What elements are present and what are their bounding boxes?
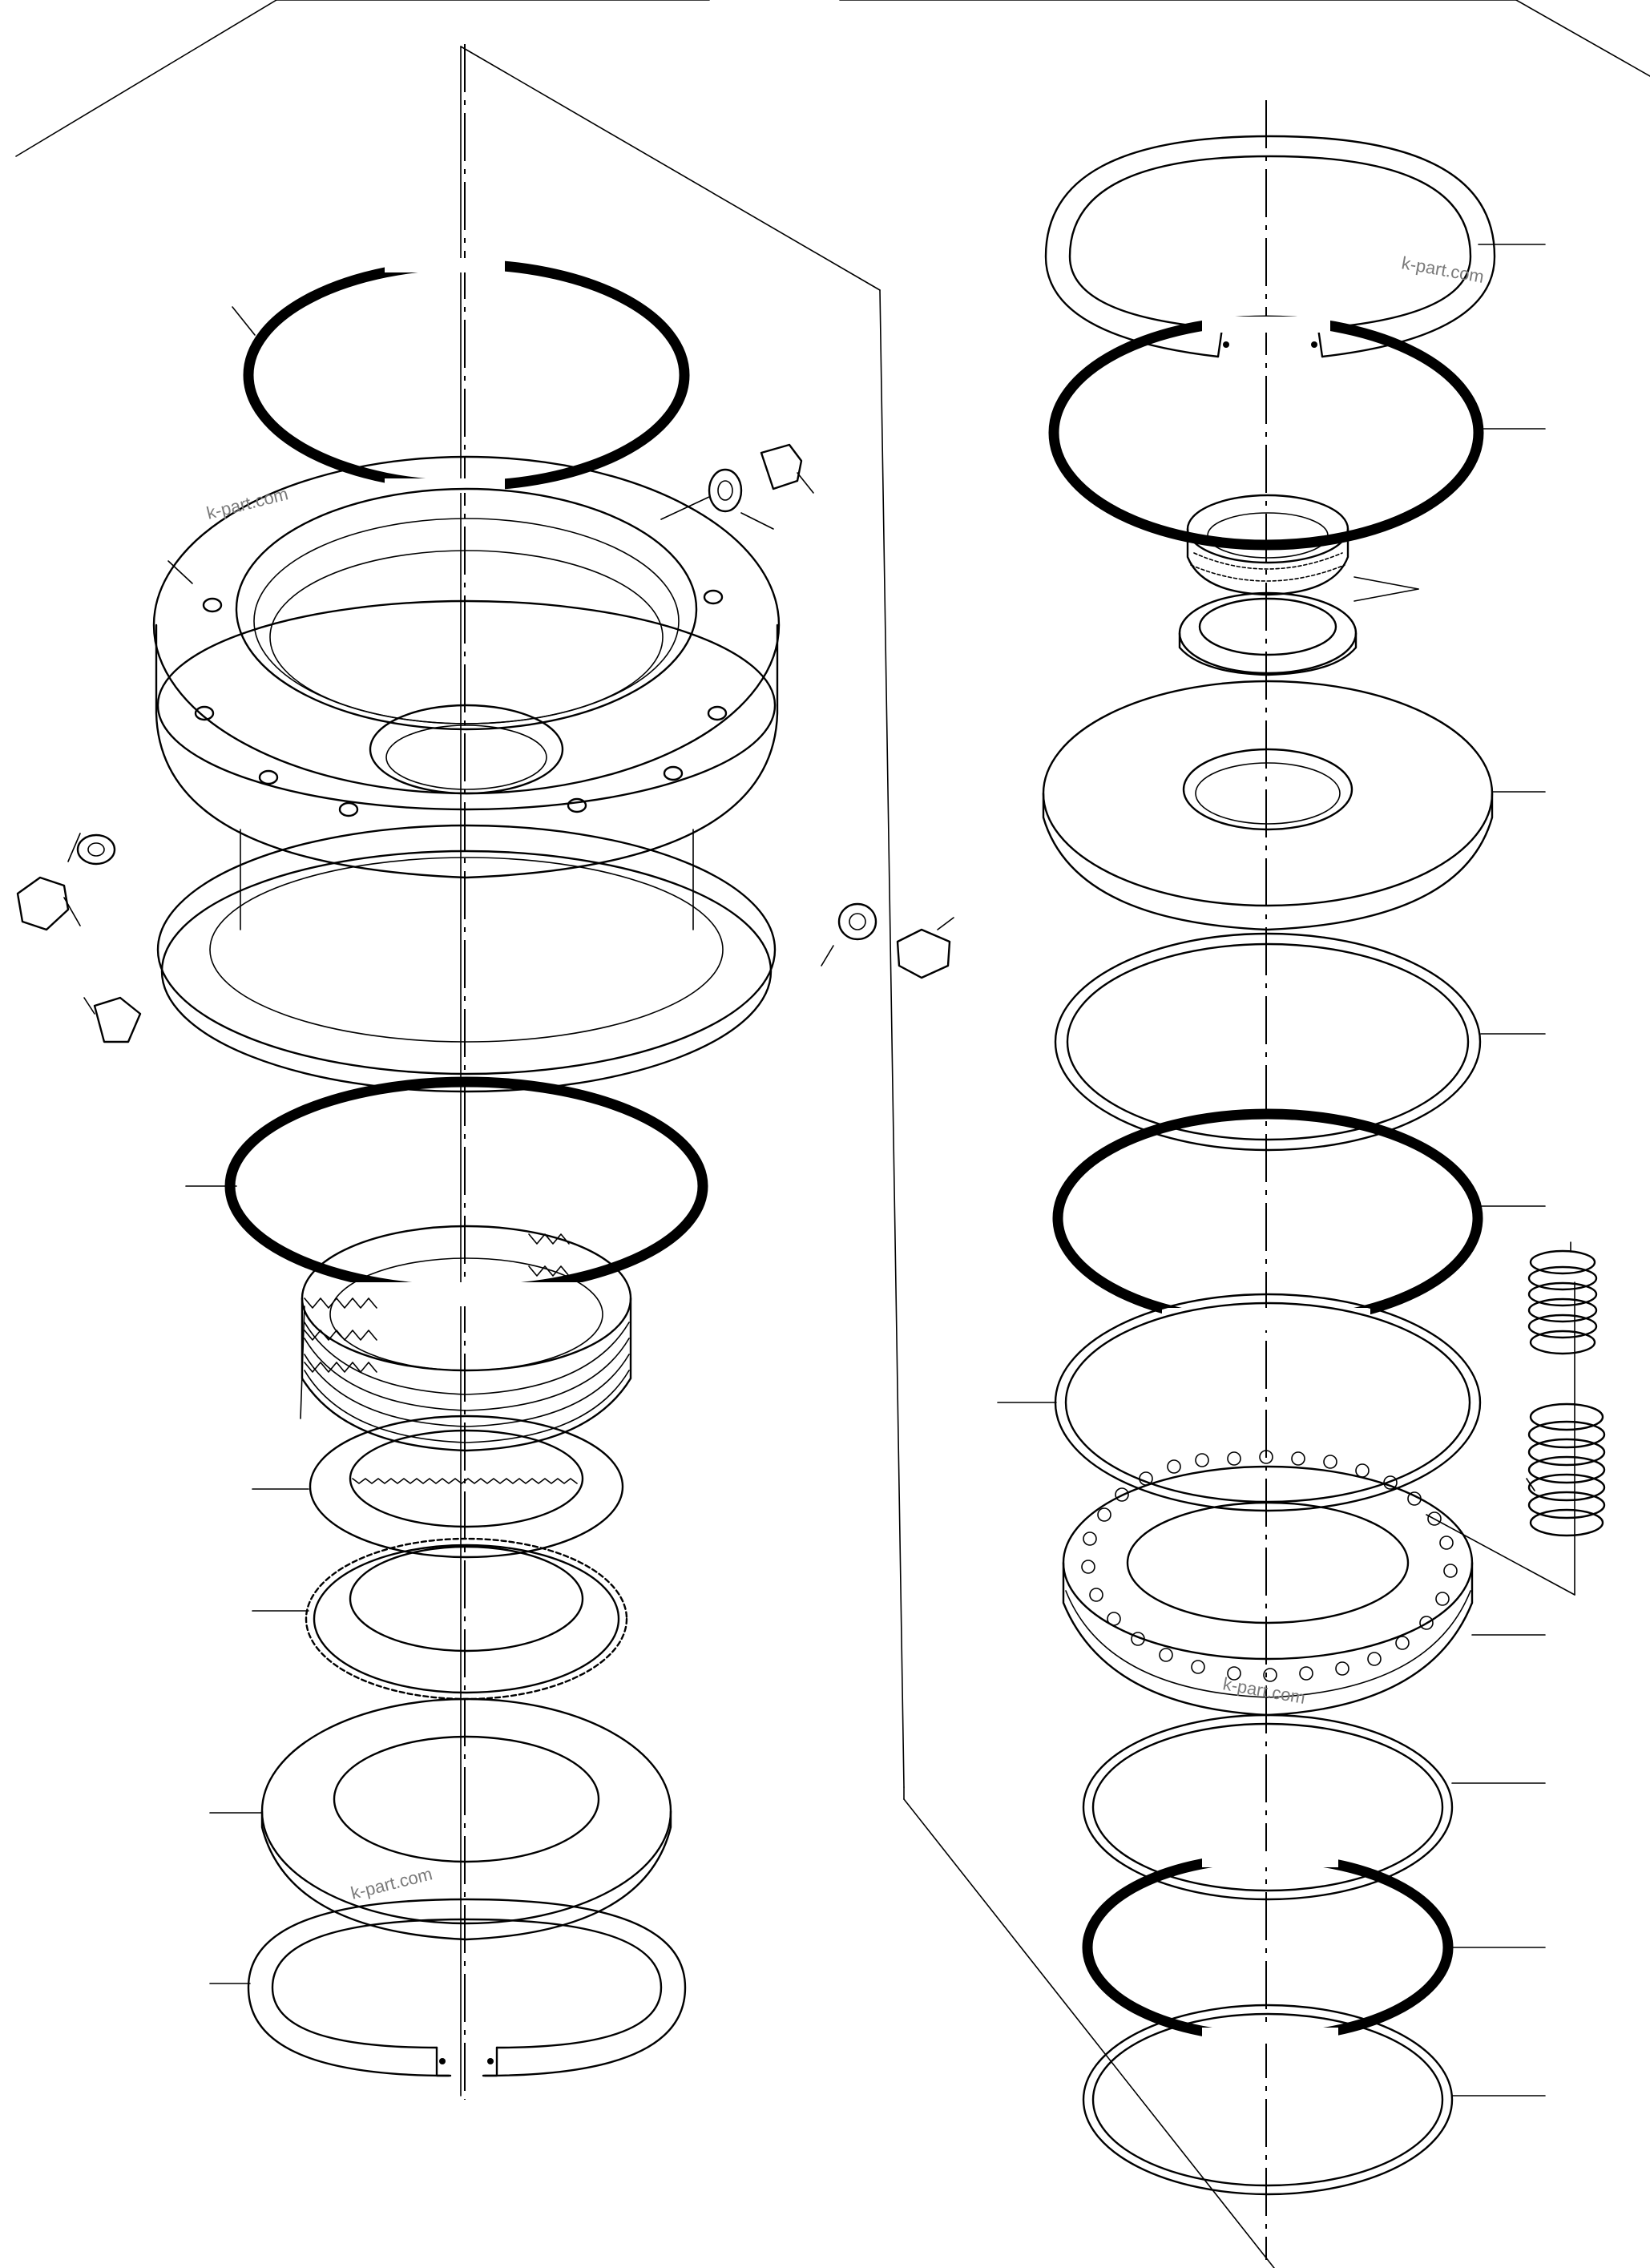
watermark-1: k-part.com [204,483,290,523]
friction-disc [309,1414,624,1559]
snap-ring-left [247,1898,687,2077]
bearing-race [1178,591,1358,676]
o-ring-right-2 [1052,1108,1483,1328]
clutch-pack [300,1225,632,1452]
plug-lower-left [83,996,142,1043]
steel-plate [305,1537,628,1701]
watermark-2: k-part.com [1400,252,1486,287]
housing-flange [156,824,777,1075]
seal-ring-1 [1054,932,1482,1152]
housing-bolt-holes [194,589,728,817]
seal-ring-3 [1082,1713,1454,1901]
housing [152,455,781,930]
right-assembly [1042,135,1606,2196]
center-axes [464,44,1267,2260]
watermark-3: k-part.com [349,1863,434,1903]
seal-ring-4 [1082,2004,1454,2196]
watermark-4: k-part.com [1221,1673,1307,1708]
top-o-ring [243,259,690,491]
thrust-plate [260,1697,672,1941]
frame-lines [15,0,1650,2268]
plug-right [821,902,954,979]
bearing [1186,494,1419,602]
spring-small [1527,1249,1598,1355]
left-assembly [16,258,954,2077]
lower-o-ring [224,1076,708,1296]
snap-ring-right [1044,135,1496,358]
plug-left [16,833,116,931]
piston-disc [1042,680,1494,931]
o-ring-right-3 [1082,1852,1454,2043]
spring-pockets [1081,1450,1458,1682]
clutch-pack-teeth [304,1233,570,1373]
spring-large [1527,1402,1606,1537]
plug-top [708,443,814,530]
leader-lines [167,244,1571,2096]
spring-retainer [1062,1450,1474,1717]
